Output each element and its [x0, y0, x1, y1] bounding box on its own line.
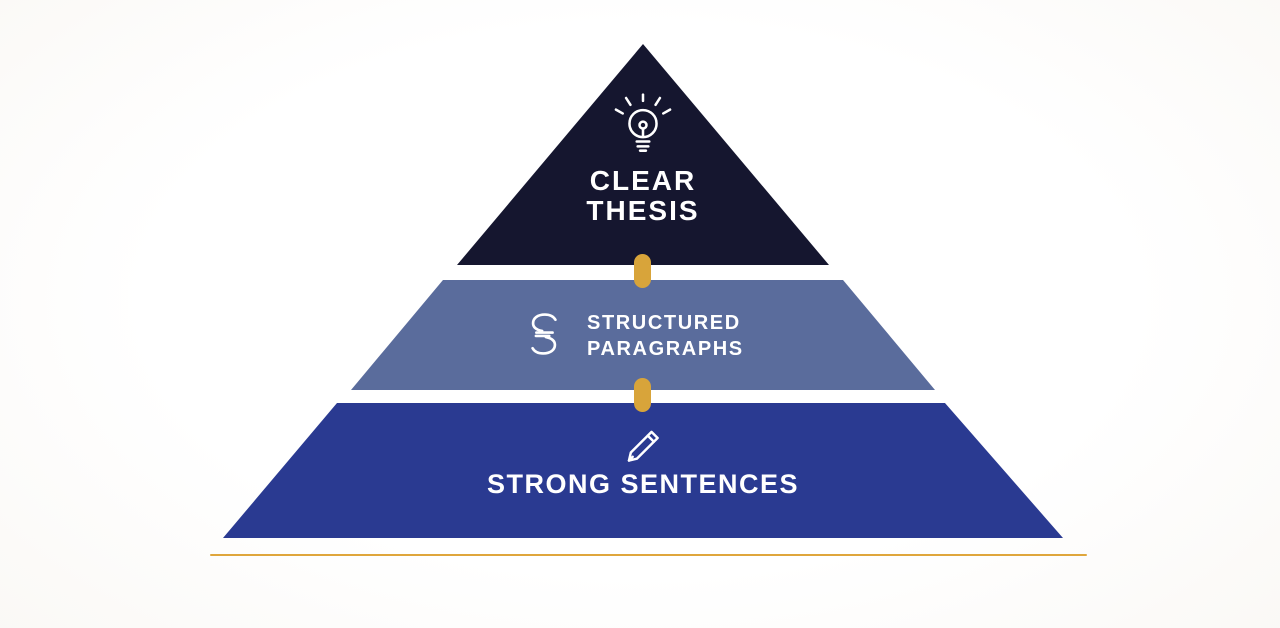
label-line: CLEAR	[589, 165, 697, 196]
level-label-structured-paragraphs: STRUCTURED PARAGRAPHS	[587, 310, 744, 362]
level-label-clear-thesis: CLEAR THESIS	[457, 166, 829, 226]
level-label-strong-sentences: STRONG SENTENCES	[223, 470, 1063, 499]
baseline-rule	[210, 554, 1087, 556]
label-line: THESIS	[586, 195, 700, 226]
connector-pill-bottom	[634, 378, 651, 412]
connector-pill-top	[634, 254, 651, 288]
label-line: STRONG SENTENCES	[486, 469, 800, 499]
pyramid-level-structured-paragraphs	[351, 280, 935, 390]
lightbulb-icon	[614, 93, 672, 161]
pyramid-level-strong-sentences	[223, 403, 1063, 538]
label-line: PARAGRAPHS	[587, 338, 744, 360]
section-paragraph-icon	[525, 310, 563, 358]
label-line: STRUCTURED	[587, 312, 741, 334]
pencil-icon	[620, 422, 668, 469]
